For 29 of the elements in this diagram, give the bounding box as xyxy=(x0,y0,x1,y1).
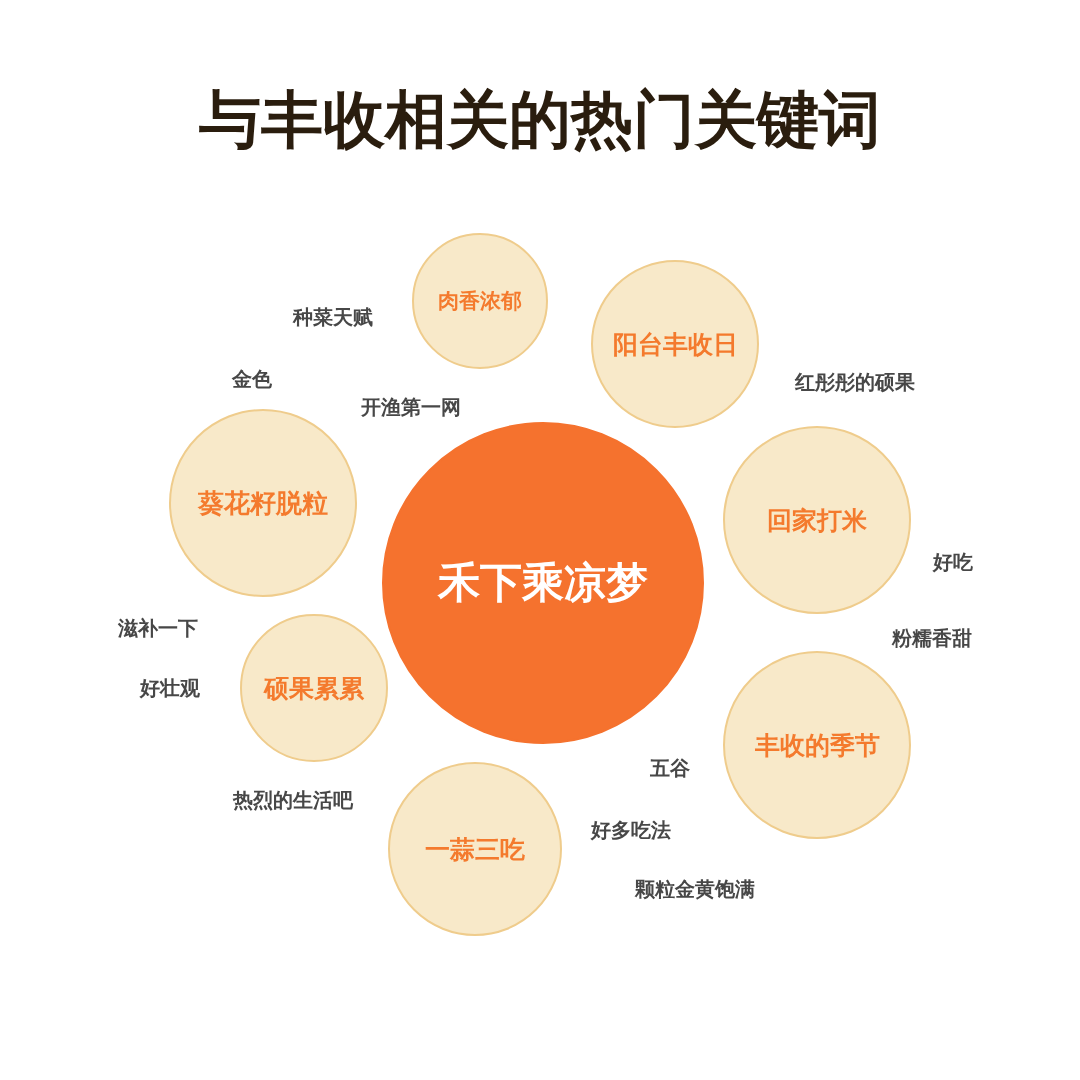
keyword-bubble xyxy=(412,233,548,369)
keyword-text: 硕果累累 xyxy=(264,672,364,705)
keyword-label: 好吃 xyxy=(933,549,973,575)
keyword-label: 五谷 xyxy=(650,755,690,781)
keyword-bubble xyxy=(723,651,911,839)
keyword-text: 丰收的季节 xyxy=(754,729,880,762)
title: 与丰收相关的热门关键词 xyxy=(199,82,881,158)
keyword-text: 肉香浓郁 xyxy=(438,288,522,315)
keyword-bubble xyxy=(723,426,911,614)
keyword-label: 滋补一下 xyxy=(118,615,198,641)
keyword-label: 粉糯香甜 xyxy=(892,625,972,651)
keyword-bubble xyxy=(388,762,562,936)
keyword-label: 颗粒金黄饱满 xyxy=(635,876,755,902)
keyword-label: 好多吃法 xyxy=(591,817,671,843)
keyword-text: 回家打米 xyxy=(767,504,867,537)
keyword-label: 热烈的生活吧 xyxy=(233,787,353,813)
keyword-text: 阳台丰收日 xyxy=(612,328,738,361)
keyword-label: 好壮观 xyxy=(140,675,200,701)
keyword-text: 一蒜三吃 xyxy=(425,833,525,866)
keyword-label: 种菜天赋 xyxy=(293,304,373,330)
keyword-label: 金色 xyxy=(232,366,272,392)
keyword-bubble xyxy=(591,260,759,428)
keyword-label: 开渔第一网 xyxy=(361,394,461,420)
main-keyword-text: 禾下乘凉梦 xyxy=(438,557,648,609)
keyword-text: 葵花籽脱粒 xyxy=(198,486,328,520)
keyword-label: 红彤彤的硕果 xyxy=(795,369,915,395)
keyword-bubble xyxy=(169,409,357,597)
keyword-bubble xyxy=(240,614,388,762)
main-keyword-circle xyxy=(382,422,704,744)
